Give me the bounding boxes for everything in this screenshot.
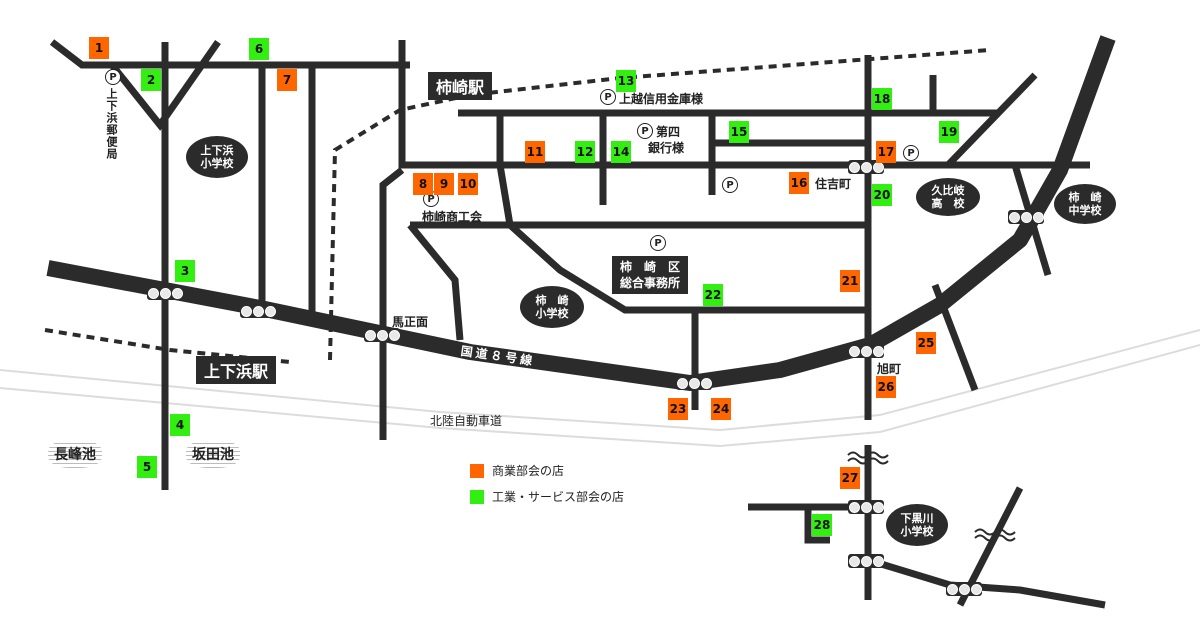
shop-marker-11[interactable]: 11 (525, 141, 545, 163)
shop-marker-21[interactable]: 21 (840, 270, 860, 292)
shop-marker-17[interactable]: 17 (876, 141, 896, 163)
legend-industry-swatch (470, 489, 484, 504)
legend-industry: 工業・サービス部会の店 (470, 488, 624, 505)
parking-icon: P (600, 89, 616, 105)
shop-marker-20[interactable]: 20 (872, 184, 892, 206)
parking-icon: P (903, 145, 919, 161)
traffic-signal-icon (848, 554, 884, 568)
shop-marker-27[interactable]: 27 (840, 467, 860, 489)
shop-marker-12[interactable]: 12 (575, 141, 595, 163)
sumiyoshi-cho-label: 住吉町 (815, 177, 852, 191)
traffic-signal-icon (848, 500, 884, 514)
kakizaki-elementary-school: 柿 崎小学校 (520, 286, 584, 328)
post-office-label: 上下浜郵便局 (105, 88, 118, 160)
nagamine-pond: 長峰池 (48, 440, 102, 468)
traffic-signal-icon (1008, 210, 1044, 224)
legend-commerce: 商業部会の店 (470, 462, 564, 479)
shop-marker-6[interactable]: 6 (249, 38, 269, 60)
kakizaki-shokokai-label: 柿崎商工会 (422, 210, 483, 224)
kuhiki-high-school: 久比岐高 校 (916, 178, 980, 216)
traffic-signal-icon (848, 344, 884, 358)
shop-marker-3[interactable]: 3 (175, 260, 195, 282)
traffic-signal-icon (946, 582, 982, 596)
parking-icon: P (722, 177, 738, 193)
shimokurokawa-elementary-school: 下黒川小学校 (886, 504, 948, 546)
legend-commerce-label: 商業部会の店 (492, 464, 565, 478)
shop-marker-8[interactable]: 8 (413, 173, 433, 195)
parking-icon: P (637, 123, 653, 139)
shop-marker-10[interactable]: 10 (458, 173, 478, 195)
parking-icon: P (105, 69, 121, 85)
jogehama-elementary-school: 上下浜小学校 (186, 136, 248, 178)
daishi-bank-label-2: 銀行様 (648, 141, 685, 155)
traffic-signal-icon (848, 160, 884, 174)
bashomen-label: 馬正面 (392, 315, 429, 329)
shop-marker-25[interactable]: 25 (916, 332, 936, 354)
legend-commerce-swatch (470, 463, 484, 478)
shop-marker-5[interactable]: 5 (137, 456, 157, 478)
jogehama-station: 上下浜駅 (196, 356, 277, 384)
shop-marker-2[interactable]: 2 (141, 69, 161, 91)
asahi-cho-label: 旭町 (877, 362, 902, 376)
traffic-signal-icon (364, 328, 400, 342)
traffic-signal-icon (240, 304, 276, 318)
joetsu-shinkin-label: 上越信用金庫様 (619, 92, 704, 106)
shop-marker-23[interactable]: 23 (668, 398, 688, 420)
traffic-signal-icon (147, 286, 183, 300)
shop-marker-24[interactable]: 24 (711, 398, 731, 420)
shop-marker-16[interactable]: 16 (789, 172, 809, 194)
shop-marker-4[interactable]: 4 (170, 414, 190, 436)
shop-marker-26[interactable]: 26 (876, 376, 896, 398)
shop-marker-14[interactable]: 14 (611, 141, 631, 163)
parking-icon: P (650, 235, 666, 251)
shop-marker-13[interactable]: 13 (616, 70, 636, 92)
shop-marker-15[interactable]: 15 (729, 121, 749, 143)
shop-marker-9[interactable]: 9 (434, 173, 454, 195)
shop-marker-22[interactable]: 22 (703, 284, 723, 306)
traffic-signal-icon (676, 376, 712, 390)
kakizaki-district-office: 柿 崎 区総合事務所 (612, 256, 689, 294)
daishi-bank-label-1: 第四 (656, 125, 681, 139)
sakata-pond: 坂田池 (186, 440, 240, 468)
expressway-label: 北陸自動車道 (430, 414, 503, 428)
shop-marker-18[interactable]: 18 (872, 88, 892, 110)
shop-marker-1[interactable]: 1 (89, 37, 109, 59)
shop-marker-19[interactable]: 19 (939, 121, 959, 143)
kakizaki-station: 柿崎駅 (428, 72, 493, 100)
shop-marker-7[interactable]: 7 (277, 69, 297, 91)
kakizaki-junior-high-school: 柿 崎中学校 (1054, 184, 1116, 224)
legend-industry-label: 工業・サービス部会の店 (492, 490, 625, 504)
shop-marker-28[interactable]: 28 (812, 514, 832, 536)
